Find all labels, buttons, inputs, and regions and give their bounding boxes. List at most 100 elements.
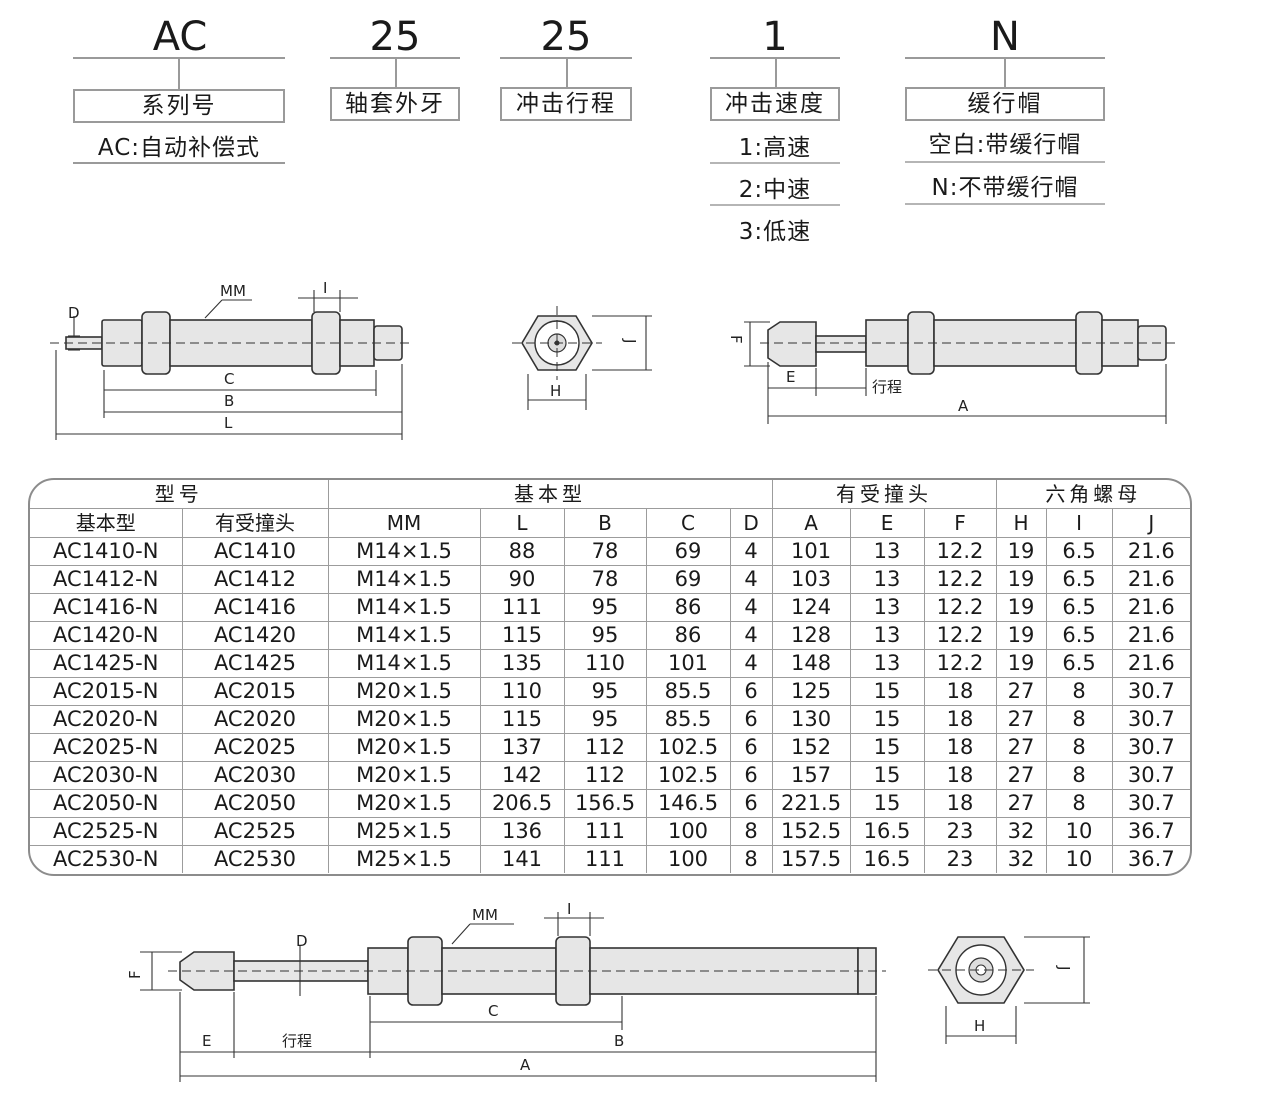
table-cell: 86 xyxy=(645,593,731,622)
table-cell: 6.5 xyxy=(1045,537,1113,566)
table-cell: 13 xyxy=(849,537,925,566)
dim-label-B: B xyxy=(224,392,234,410)
table-cell: 157 xyxy=(771,761,851,790)
table-cell: 95 xyxy=(563,677,647,706)
table-cell: 15 xyxy=(849,761,925,790)
table-cell: 36.7 xyxy=(1111,845,1190,873)
table-cell: M20×1.5 xyxy=(327,761,481,790)
table-cell: 124 xyxy=(771,593,851,622)
table-cell: 13 xyxy=(849,621,925,650)
table-cell: 6.5 xyxy=(1045,649,1113,678)
table-cell: AC1410-N xyxy=(30,537,183,566)
table-cell: AC1420 xyxy=(181,621,329,650)
table-cell: 206.5 xyxy=(479,789,565,818)
code-cap: N xyxy=(990,14,1020,60)
table-cell: AC2530-N xyxy=(30,845,183,873)
dim-label-A: A xyxy=(958,397,969,415)
table-cell: 78 xyxy=(563,565,647,594)
dim-label-B-2: B xyxy=(614,1032,624,1050)
group-nut: 六角螺母 xyxy=(995,480,1190,509)
table-cell: 95 xyxy=(563,705,647,734)
table-cell: 12.2 xyxy=(923,649,997,678)
table-cell: 137 xyxy=(479,733,565,762)
table-cell: 6.5 xyxy=(1045,593,1113,622)
table-cell: 21.6 xyxy=(1111,621,1190,650)
table-cell: 27 xyxy=(995,677,1047,706)
table-cell: 13 xyxy=(849,649,925,678)
table-cell: M14×1.5 xyxy=(327,621,481,650)
table-cell: AC2525-N xyxy=(30,817,183,846)
dim-label-F-2: F xyxy=(126,970,144,979)
table-cell: M20×1.5 xyxy=(327,733,481,762)
dim-label-H: H xyxy=(550,382,561,400)
table-cell: 36.7 xyxy=(1111,817,1190,846)
table-cell: AC2015-N xyxy=(30,677,183,706)
table-cell: AC1416 xyxy=(181,593,329,622)
dim-label-J: J xyxy=(621,338,639,343)
table-cell: 102.5 xyxy=(645,733,731,762)
table-cell: 221.5 xyxy=(771,789,851,818)
table-cell: M14×1.5 xyxy=(327,537,481,566)
table-cell: 13 xyxy=(849,565,925,594)
table-cell: M14×1.5 xyxy=(327,565,481,594)
table-cell: M20×1.5 xyxy=(327,677,481,706)
table-cell: 30.7 xyxy=(1111,705,1190,734)
table-cell: AC1412 xyxy=(181,565,329,594)
table-cell: 21.6 xyxy=(1111,565,1190,594)
table-cell: 146.5 xyxy=(645,789,731,818)
table-cell: 6.5 xyxy=(1045,565,1113,594)
label-thread: 轴套外牙 xyxy=(330,87,460,121)
table-cell: AC2020 xyxy=(181,705,329,734)
table-cell: 101 xyxy=(771,537,851,566)
dim-label-A-2: A xyxy=(520,1056,531,1074)
table-cell: 27 xyxy=(995,789,1047,818)
table-cell: 21.6 xyxy=(1111,593,1190,622)
label-speed: 冲击速度 xyxy=(710,87,840,121)
code-series: AC xyxy=(152,14,208,60)
table-cell: 18 xyxy=(923,705,997,734)
table-cell: 10 xyxy=(1045,817,1113,846)
bottom-drawings: F D MM I C E 行程 B A xyxy=(126,900,1090,1082)
speed-option-2: 2:中速 xyxy=(738,177,812,203)
table-cell: 100 xyxy=(645,845,731,873)
label-series: 系列号 xyxy=(73,89,285,123)
cap-option-2: N:不带缓行帽 xyxy=(931,175,1079,201)
table-cell: 78 xyxy=(563,537,647,566)
table-cell: AC2030-N xyxy=(30,761,183,790)
dim-label-MM: MM xyxy=(220,282,246,300)
drawing-cap-side: F E 行程 A xyxy=(727,311,1176,424)
table-cell: 110 xyxy=(563,649,647,678)
dim-label-E-2: E xyxy=(202,1032,211,1050)
table-cell: 30.7 xyxy=(1111,761,1190,790)
table-cell: 95 xyxy=(563,593,647,622)
table-cell: 18 xyxy=(923,761,997,790)
column-header: I xyxy=(1045,508,1113,538)
dim-label-I: I xyxy=(323,279,327,297)
table-cell: 95 xyxy=(563,621,647,650)
table-cell: 4 xyxy=(729,593,773,622)
table-cell: M14×1.5 xyxy=(327,649,481,678)
dim-label-J-2: J xyxy=(1055,965,1073,970)
table-cell: M20×1.5 xyxy=(327,705,481,734)
drawing-large-end: J H xyxy=(928,936,1090,1044)
table-cell: AC2020-N xyxy=(30,705,183,734)
column-header: B xyxy=(563,508,647,538)
column-header: J xyxy=(1111,508,1190,538)
table-cell: 21.6 xyxy=(1111,649,1190,678)
table-cell: AC2025-N xyxy=(30,733,183,762)
table-cell: 156.5 xyxy=(563,789,647,818)
table-cell: 115 xyxy=(479,621,565,650)
column-header: F xyxy=(923,508,997,538)
table-cell: 4 xyxy=(729,649,773,678)
